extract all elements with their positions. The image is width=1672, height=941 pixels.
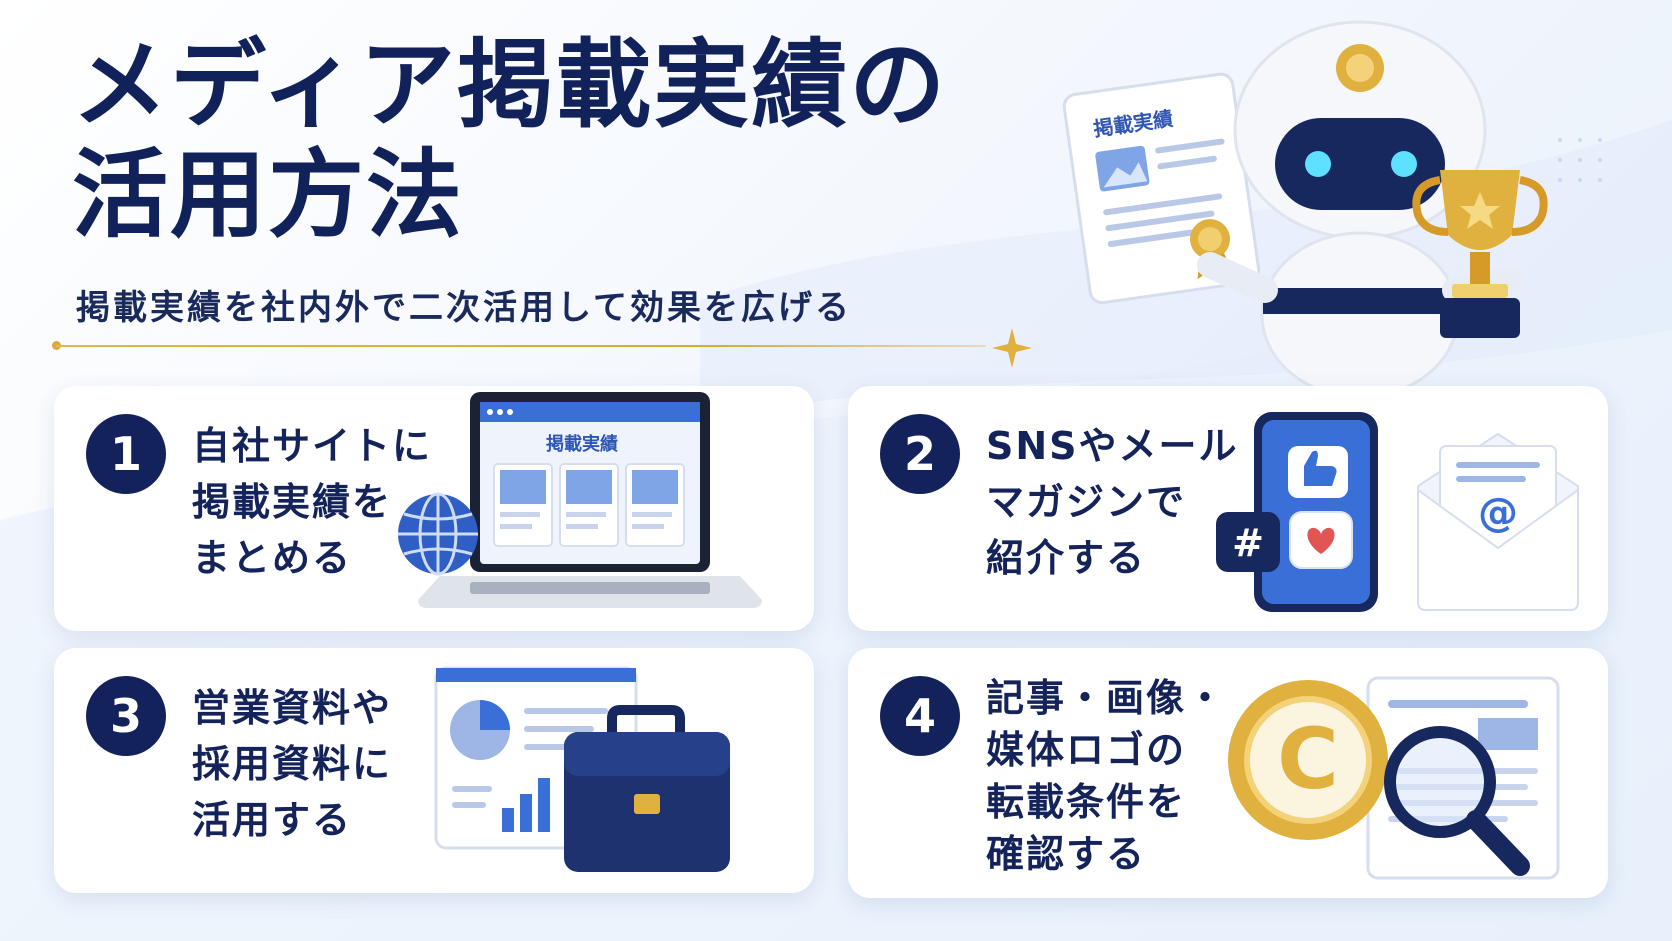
card-4-line-1: 記事・画像・ [986,676,1227,720]
globe-icon [398,492,478,576]
sns-mail-illustration: # @ [1216,412,1579,612]
page-title-line-1: メディア掲載実績の [72,29,948,141]
hashtag-icon: # [1216,512,1280,572]
card-1-text: 自社サイトに 掲載実績を まとめる [192,418,432,586]
card-2-line-1: SNSやメール [986,424,1239,468]
card-1-line-3: まとめる [192,536,353,580]
page-title-line-2: 活用方法 [72,139,464,251]
robot-hero-illustration: 掲載実績 [1062,20,1548,399]
laptop-website-illustration: 掲載実績 [398,392,762,608]
page-title: メディア掲載実績の 活用方法 [72,30,947,250]
sparkle-icon [992,328,1032,368]
card-3-text: 営業資料や 採用資料に 活用する [192,680,392,848]
card-2-line-2: マガジンで [986,480,1187,524]
hashtag-symbol: # [1232,521,1264,565]
envelope-icon: @ [1417,432,1579,611]
step-number-badge: 2 [880,414,960,494]
step-number-badge: 4 [880,676,960,756]
trophy-icon [1412,170,1548,338]
copyright-symbol: C [1277,710,1339,808]
card-3-line-1: 営業資料や [192,686,393,730]
heart-bubble-icon [1289,511,1353,569]
card-3-line-2: 採用資料に [192,742,393,786]
card-3: 3 営業資料や 採用資料に 活用する [54,648,814,893]
card-1: 1 自社サイトに 掲載実績を まとめる 掲載実績 [54,386,814,631]
sales-document-briefcase-illustration [434,666,730,872]
card-2-line-3: 紹介する [986,536,1147,580]
card-2-text: SNSやメール マガジンで 紹介する [986,418,1239,586]
card-1-line-1: 自社サイトに [192,424,433,468]
step-number-badge: 1 [86,414,166,494]
card-2: 2 SNSやメール マガジンで 紹介する # @ [848,386,1608,631]
step-number-badge: 3 [86,676,166,756]
card-4-line-2: 媒体ロゴの [986,728,1187,772]
card-1-line-2: 掲載実績を [192,480,393,524]
card-4-line-3: 転載条件を [986,780,1187,824]
laptop-screen-label: 掲載実績 [546,433,618,455]
card-4: 4 記事・画像・ 媒体ロゴの 転載条件を 確認する C [848,648,1608,898]
card-4-line-4: 確認する [986,832,1147,876]
copyright-icon: C [1228,680,1388,840]
at-symbol: @ [1478,490,1518,536]
card-4-text: 記事・画像・ 媒体ロゴの 転載条件を 確認する [986,672,1226,880]
title-divider [56,345,986,347]
copyright-search-illustration: C [1228,676,1560,880]
magnifier-icon [1384,726,1530,876]
thumbs-up-icon [1288,446,1348,498]
briefcase-icon [564,705,730,872]
page-subtitle: 掲載実績を社内外で二次活用して効果を広げる [76,288,852,328]
card-3-line-3: 活用する [192,798,353,842]
